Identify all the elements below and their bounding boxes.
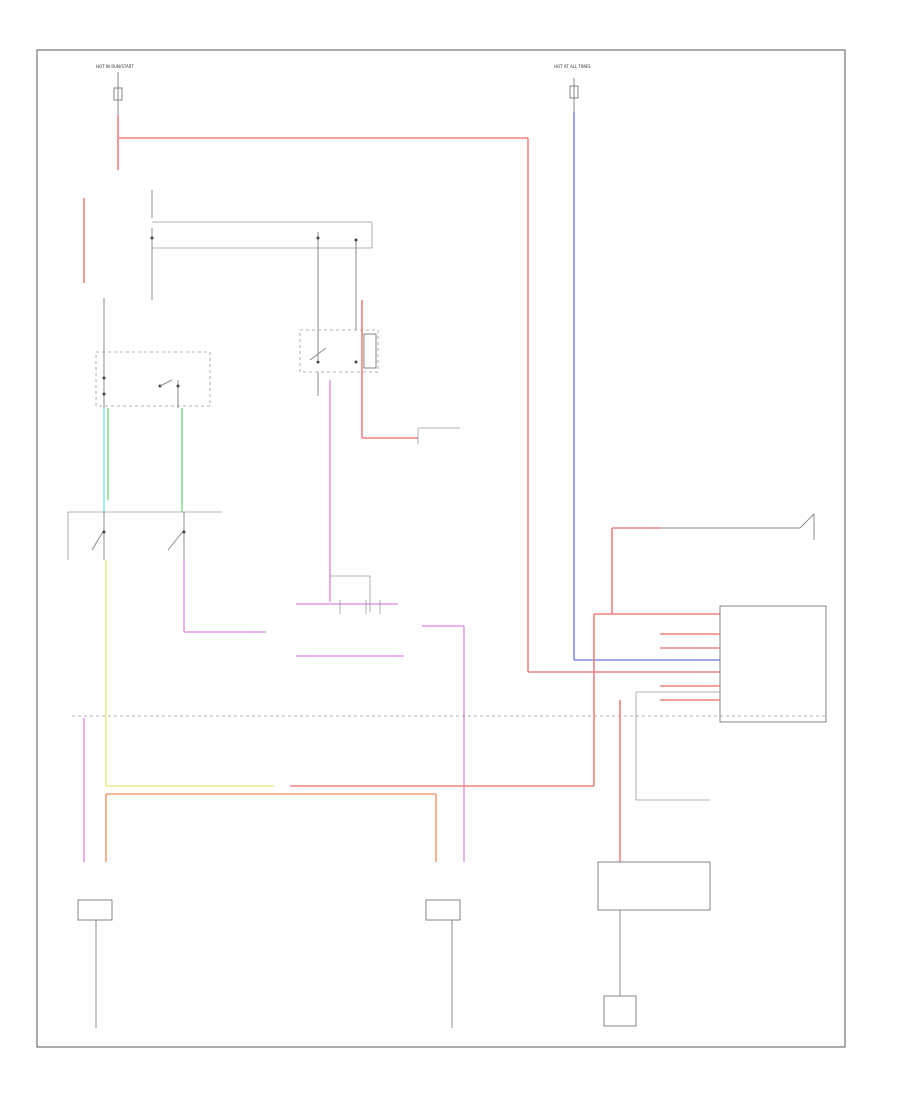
multifunction-switch <box>67 511 222 560</box>
red-feed-wire <box>83 115 720 673</box>
violet-switch-wire <box>83 560 465 862</box>
diagram-frame <box>36 49 846 1048</box>
fuse-block-right-label: HOT AT ALL TIMES <box>554 64 591 69</box>
blue-wire <box>573 112 720 661</box>
control-module <box>611 513 827 862</box>
red-relay-wire <box>361 300 460 444</box>
left-headlamp <box>77 899 113 1028</box>
orange-feed-wire <box>105 613 720 862</box>
daytime-running-lamp-module <box>597 861 711 1027</box>
headlamp-switch <box>95 351 211 408</box>
fuse-block-left: HOT IN RUN/START <box>96 64 134 115</box>
center-junction <box>72 575 826 717</box>
right-headlamp <box>425 899 461 1028</box>
fuse-block-right: HOT AT ALL TIMES <box>554 64 591 112</box>
upper-switch-network <box>103 190 373 352</box>
green-cyan-wires <box>103 408 183 512</box>
headlamp-relay <box>299 329 379 396</box>
yellow-wire <box>105 560 274 787</box>
fuse-block-left-label: HOT IN RUN/START <box>96 64 134 69</box>
